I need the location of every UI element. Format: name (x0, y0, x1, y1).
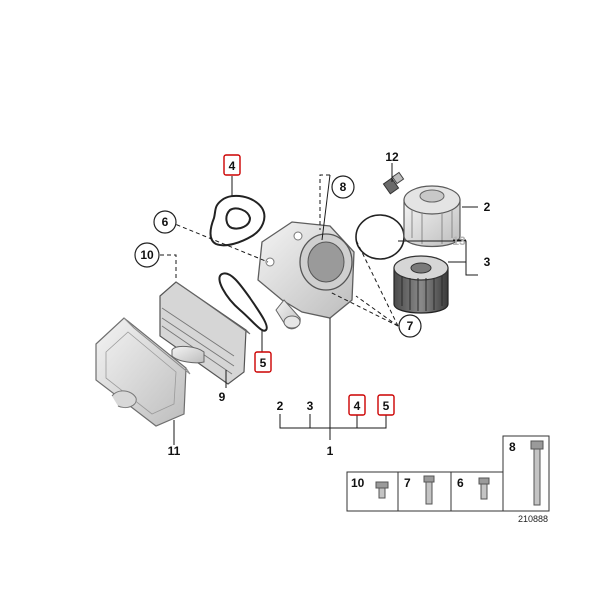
bolt-legend: 10 7 6 8 (346, 435, 550, 512)
image-number: 210888 (518, 514, 548, 524)
callout-label: 4 (354, 399, 361, 413)
callout-label: 10 (140, 248, 154, 262)
callout-labels: 4 12 8 2 6 13 3 10 7 5 9 11 1 2 3 4 5 (140, 150, 490, 458)
callout-label: 2 (484, 200, 491, 214)
oil-cooler-cover-part (95, 317, 191, 427)
bolt-legend-label: 6 (457, 476, 464, 490)
oil-filter-cap-part (403, 185, 461, 248)
bolt-legend-label: 7 (404, 476, 411, 490)
callout-label: 11 (168, 444, 181, 458)
callout-label: 7 (407, 319, 414, 333)
callout-label: 12 (385, 150, 399, 164)
callout-label: 5 (383, 399, 390, 413)
callout-label: 5 (260, 356, 267, 370)
bolt-6-icon (478, 477, 490, 500)
callout-label: 3 (307, 399, 314, 413)
oil-filter-housing-part (257, 221, 355, 330)
callout-markers (134, 154, 422, 416)
oil-filter-element-part (393, 255, 449, 314)
oil-pressure-sensor-part (382, 171, 405, 195)
callout-label: 1 (327, 444, 334, 458)
callout-label: 13 (452, 234, 466, 248)
callout-label: 6 (162, 215, 169, 229)
bolt-7-icon (423, 475, 435, 505)
callout-label: 9 (219, 390, 226, 404)
o-ring-part (355, 214, 405, 260)
callout-label: 2 (277, 399, 284, 413)
bolt-legend-label: 10 (351, 476, 365, 490)
leader-lines (160, 163, 478, 445)
bolt-legend-label: 8 (509, 440, 516, 454)
callout-label: 4 (229, 159, 236, 173)
bolt-10-icon (375, 481, 389, 499)
bolt-8-icon (530, 440, 544, 506)
callout-label: 8 (340, 180, 347, 194)
cooler-gasket-part (218, 272, 268, 332)
callout-label: 3 (484, 255, 491, 269)
housing-gasket-part (209, 194, 266, 247)
oil-cooler-part (159, 281, 251, 385)
